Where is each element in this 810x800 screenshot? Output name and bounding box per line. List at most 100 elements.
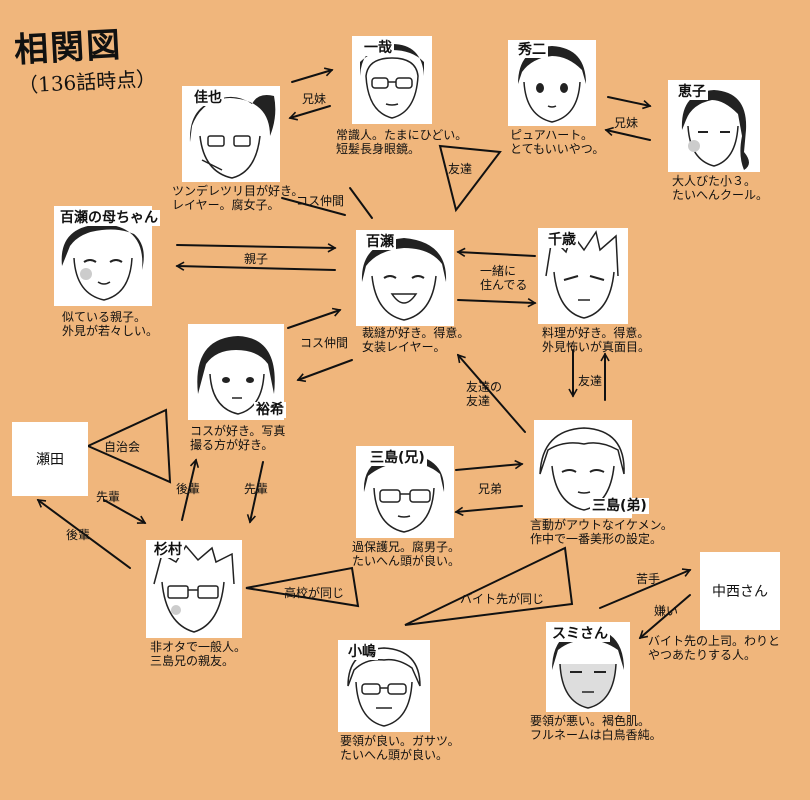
rel-siblings-hideji-keiko: 兄妹 <box>614 116 639 130</box>
arrow-hideji-to-keiko <box>607 96 652 110</box>
name-keiko: 恵子 <box>676 84 708 100</box>
rel-friends-kazuya-hideji: 友達 <box>448 162 473 176</box>
desc-line: 作中で一番美形の設定。 <box>530 532 663 546</box>
desc-line: とてもいいやつ。 <box>510 142 605 156</box>
rel-senpai-seta: 先輩 <box>96 490 121 504</box>
arrow-yuki-to-momose <box>287 307 342 329</box>
rel-dislike-kirai: 嫌い <box>654 604 679 618</box>
rel-brothers: 兄弟 <box>478 482 503 496</box>
rel-same-job: バイト先が同じ <box>460 592 545 606</box>
desc-line: 短髪長身眼鏡。 <box>336 142 421 156</box>
rel-live-together: 一緒に 住んでる <box>480 264 527 292</box>
name-mother: 百瀬の母ちゃん <box>58 210 160 226</box>
page-title: 相関図 <box>13 25 124 71</box>
name-mishima-a: 三島(兄) <box>368 450 427 466</box>
name-chitose: 千歳 <box>546 232 578 248</box>
arrow-nakanishi-kirai <box>638 594 691 640</box>
rel-kouhai-yuki: 後輩 <box>176 482 201 496</box>
rel-friends-chitose: 友達 <box>578 374 603 388</box>
desc-line: レイヤー。腐女子。 <box>172 198 280 212</box>
name-kaya: 佳也 <box>192 90 224 106</box>
triangle-friends <box>438 144 502 213</box>
triangle-council <box>85 408 172 484</box>
name-kojima: 小嶋 <box>346 644 378 660</box>
desc-line: 三島兄の親友。 <box>150 654 235 668</box>
arrow-momose-to-yuki <box>296 359 353 383</box>
desc-kojima: 要領が良い。ガサツ。 たいへん頭が良い。 <box>340 734 460 762</box>
arrow-senpai-from-yuki <box>246 461 264 524</box>
rel-kouhai-sugimura: 後輩 <box>66 528 91 542</box>
arrow-mother-to-momose <box>176 243 337 253</box>
desc-line: フルネームは白鳥香純。 <box>530 728 662 742</box>
arrow-kazuya-to-kaya <box>288 105 331 121</box>
desc-line: 外見が若々しい。 <box>62 324 159 338</box>
name-momose: 百瀬 <box>364 234 396 250</box>
arrow-kaya-to-kazuya <box>291 67 334 83</box>
desc-line: 似ている親子。 <box>62 310 147 324</box>
desc-line: たいへん頭が良い。 <box>340 748 449 762</box>
desc-line: 撮る方が好き。 <box>190 438 274 452</box>
arrow-momose-to-chitose <box>457 298 537 308</box>
arrow-momose-to-mother <box>175 261 336 271</box>
portrait-kojima <box>338 640 430 732</box>
arrow-kouhai-to-yuki <box>181 458 200 521</box>
desc-mishima-a: 過保護兄。腐男子。 たいへん頭が良い。 <box>352 540 460 568</box>
triangle-same-job <box>404 546 574 626</box>
name-nakanishi: 中西さん <box>712 584 768 600</box>
arrow-sumi-nigate <box>599 568 692 609</box>
rel-line: 住んでる <box>480 278 528 292</box>
box-nakanishi <box>700 552 780 630</box>
desc-line: コスが好き。写真 <box>190 424 286 438</box>
desc-line: 要領が良い。ガサツ。 <box>340 734 460 748</box>
desc-hideji: ピュアハート。 とてもいいやつ。 <box>510 128 604 156</box>
arrow-friend-of-friend <box>456 353 526 433</box>
desc-line: 過保護兄。腐男子。 <box>352 540 461 554</box>
desc-line: 外見怖いが真面目。 <box>542 340 651 354</box>
rel-friend-of-friend: 友達の 友達 <box>466 380 502 408</box>
desc-line: 要領が悪い。褐色肌。 <box>530 714 651 728</box>
rel-line: 友達 <box>466 394 491 408</box>
desc-line: ピュアハート。 <box>510 128 594 142</box>
desc-chitose: 料理が好き。得意。 外見怖いが真面目。 <box>542 326 650 354</box>
rel-same-highschool: 高校が同じ <box>284 586 345 600</box>
line-kazuya-momose <box>349 187 373 219</box>
arrow-sugimura-kouhai <box>36 499 131 569</box>
rel-parent-child: 親子 <box>244 252 269 266</box>
triangle-same-highschool <box>245 566 360 608</box>
face-girl-bob-icon <box>197 336 275 415</box>
name-hideji: 秀二 <box>516 42 548 58</box>
face-girl-glasses-icon <box>189 95 276 179</box>
rel-senpai-yuki: 先輩 <box>244 482 269 496</box>
desc-sugimura: 非オタで一般人。 三島兄の親友。 <box>150 640 246 668</box>
name-seta: 瀬田 <box>36 452 64 468</box>
desc-line: ツンデレツリ目が好き。 <box>172 184 304 198</box>
desc-keiko: 大人びた小３。 たいへんクール。 <box>672 174 768 202</box>
line-kaya-momose <box>281 197 346 216</box>
name-sugimura: 杉村 <box>152 542 184 558</box>
desc-line: バイト先の上司。わりと <box>648 634 781 648</box>
rel-cos-friends-yuki: コス仲間 <box>300 336 349 350</box>
name-yuki: 裕希 <box>254 402 286 418</box>
rel-line: 友達の <box>466 380 503 394</box>
desc-mother: 似ている親子。 外見が若々しい。 <box>62 310 158 338</box>
face-girl-icon <box>681 90 749 170</box>
desc-yuki: コスが好き。写真 撮る方が好き。 <box>190 424 285 452</box>
arrow-chitose-to-momose <box>456 247 536 258</box>
desc-line: 裁縫が好き。得意。 <box>362 326 470 340</box>
arrow-mishima-b-to-a <box>454 505 523 517</box>
desc-kaya: ツンデレツリ目が好き。 レイヤー。腐女子。 <box>172 184 303 212</box>
rel-cos-friends-kaya: コス仲間 <box>296 194 345 208</box>
arrow-mishima-a-to-b <box>455 459 524 471</box>
desc-momose: 裁縫が好き。得意。 女装レイヤー。 <box>362 326 469 354</box>
rel-line: 一緒に <box>480 264 517 278</box>
desc-line: やつあたりする人。 <box>648 648 757 662</box>
arrow-seta-senpai <box>103 499 147 524</box>
desc-line: たいへん頭が良い。 <box>352 554 461 568</box>
arrow-keiko-to-hideji <box>604 126 651 141</box>
desc-sumi: 要領が悪い。褐色肌。 フルネームは白鳥香純。 <box>530 714 662 742</box>
desc-kazuya: 常識人。たまにひどい。 短髪長身眼鏡。 <box>336 128 467 156</box>
desc-mishima-b: 言動がアウトなイケメン。 作中で一番美形の設定。 <box>530 518 673 546</box>
name-sumi: スミさん <box>550 626 610 642</box>
